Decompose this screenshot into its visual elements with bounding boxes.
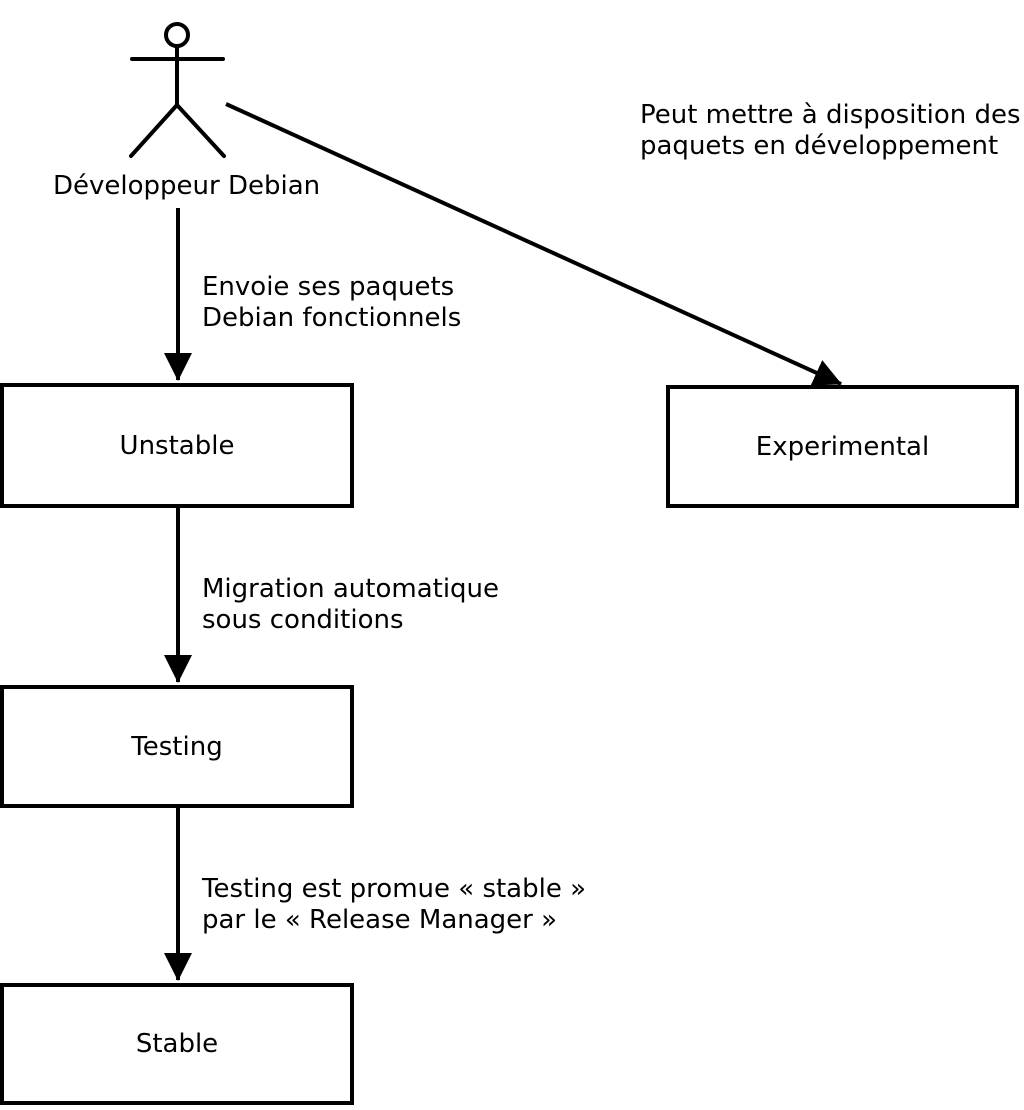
edge-label-line: Envoie ses paquets: [202, 272, 455, 302]
box-stable-label: Stable: [135, 1029, 219, 1059]
actor-right-leg: [175, 103, 226, 158]
box-stable: Stable: [0, 983, 354, 1105]
edge-label-line: Testing est promue « stable »: [202, 874, 587, 904]
edge-label-testing-to-stable: Testing est promue « stable » par le « R…: [202, 874, 586, 936]
actor-head: [164, 22, 190, 48]
actor-label: Développeur Debian: [53, 171, 321, 201]
arrow-developer-to-experimental: [225, 102, 842, 386]
box-unstable-label: Unstable: [119, 430, 235, 461]
edge-label-line: Peut mettre à disposition des: [640, 100, 1021, 130]
actor-left-leg: [129, 103, 179, 158]
edge-label-unstable-to-testing: Migration automatique sous conditions: [202, 574, 499, 636]
box-unstable: Unstable: [0, 383, 354, 508]
edge-label-line: Migration automatique: [202, 574, 500, 604]
actor-stick-figure-icon: [129, 22, 226, 158]
box-experimental-label: Experimental: [755, 431, 930, 462]
box-testing-label: Testing: [131, 731, 223, 762]
edge-label-line: sous conditions: [202, 605, 404, 635]
edge-label-line: paquets en développement: [640, 131, 999, 161]
edge-label-developer-to-experimental: Peut mettre à disposition des paquets en…: [640, 100, 1021, 162]
box-experimental: Experimental: [666, 385, 1019, 508]
edge-label-line: Debian fonctionnels: [202, 303, 462, 333]
edge-label-line: par le « Release Manager »: [202, 905, 558, 935]
edge-label-developer-to-unstable: Envoie ses paquets Debian fonctionnels: [202, 272, 461, 334]
box-testing: Testing: [0, 685, 354, 808]
